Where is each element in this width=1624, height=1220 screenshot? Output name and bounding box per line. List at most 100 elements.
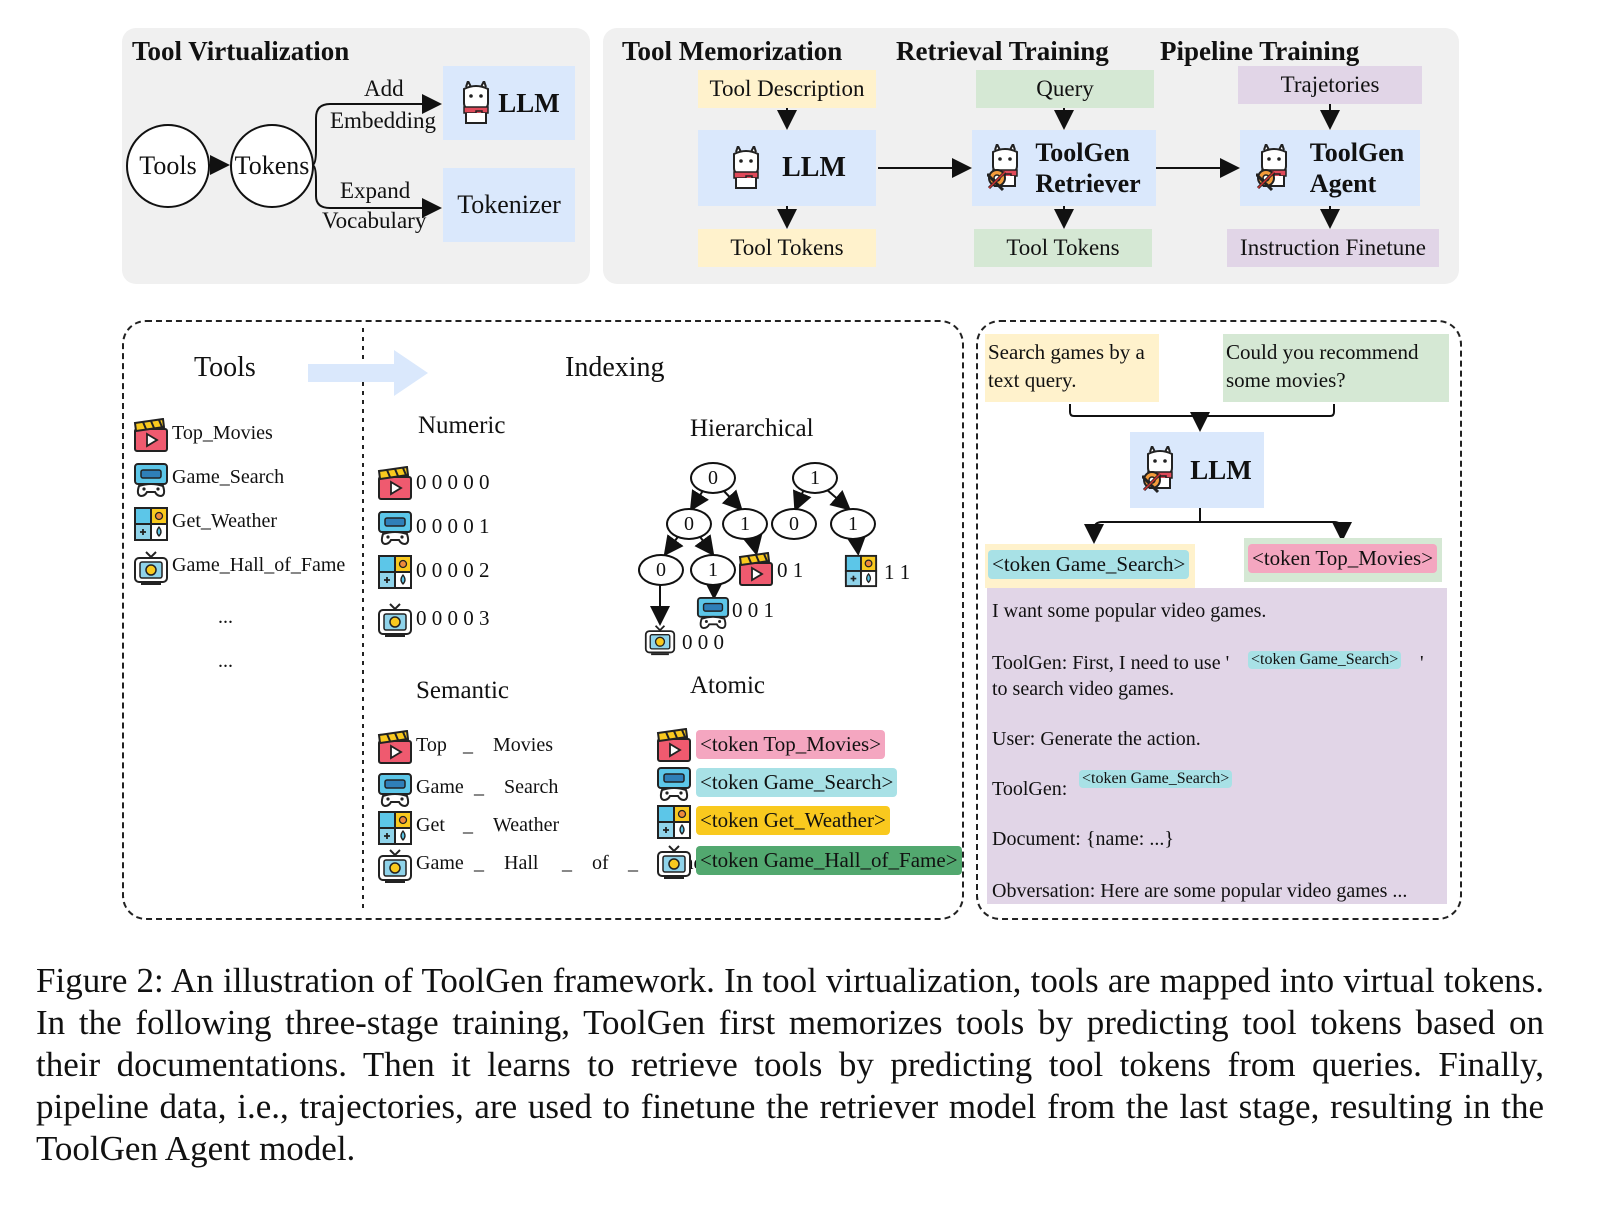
semantic-title: Semantic xyxy=(416,677,510,704)
tool-list-ellipsis: ... xyxy=(218,650,233,672)
semantic-part: Game xyxy=(416,852,464,874)
dialog-user1: I want some popular video games. xyxy=(992,600,1267,622)
query1-text: Search games by a text query. xyxy=(988,340,1145,392)
leaf-code: 0 0 1 xyxy=(732,598,774,622)
semantic-part: _ xyxy=(628,852,638,874)
tool-list-item: Top_Movies xyxy=(172,422,273,444)
tools-header: Tools xyxy=(194,352,256,383)
dialog-toolgen1-line2: to search video games. xyxy=(992,678,1175,700)
tree-node: 1 xyxy=(722,508,768,540)
semantic-part: _ xyxy=(463,814,473,836)
semantic-part: Top xyxy=(416,734,447,756)
hierarchical-title: Hierarchical xyxy=(690,415,814,442)
add-label: Add xyxy=(364,76,404,101)
dialog-toolgen2-token: <token Game_Search> xyxy=(1079,770,1233,788)
memorization-llm-label: LLM xyxy=(782,152,846,183)
figure-caption: Figure 2: An illustration of ToolGen fra… xyxy=(36,961,1544,1168)
semantic-part: of xyxy=(592,852,609,874)
semantic-part: _ xyxy=(474,852,484,874)
dialog-box xyxy=(987,588,1447,904)
tools-circle: Tools xyxy=(126,124,210,208)
indexing-panel xyxy=(122,320,964,920)
leaf-code: 1 1 xyxy=(884,560,911,584)
pipeline-training-title: Pipeline Training xyxy=(1160,36,1360,66)
numeric-code: 0 0 0 0 0 xyxy=(416,470,490,494)
inference-panel xyxy=(976,320,1462,920)
inference-arrows xyxy=(1069,404,1352,544)
token-game-search: <token Game_Search> xyxy=(988,550,1190,579)
tool-list-ellipsis: ... xyxy=(218,606,233,628)
tree-node: 0 xyxy=(690,462,736,494)
leaf-code: 0 1 xyxy=(777,558,804,582)
retriever-line2: Retriever xyxy=(1035,169,1141,198)
dialog-toolgen2-prefix: ToolGen: xyxy=(992,778,1068,800)
tree-node: 1 xyxy=(792,462,838,494)
virtualization-arrows xyxy=(208,94,442,218)
fame-icon xyxy=(378,849,412,883)
semantic-part: Search xyxy=(504,776,559,798)
query1-box: Search games by a text query. xyxy=(985,334,1159,402)
retrieval-training-title: Retrieval Training xyxy=(896,36,1109,66)
semantic-part: _ xyxy=(562,852,572,874)
numeric-code: 0 0 0 0 1 xyxy=(416,514,490,538)
dialog-document: Document: {name: ...} xyxy=(992,828,1174,850)
tree-node: 0 xyxy=(638,554,684,586)
atomic-token: <token Get_Weather> xyxy=(696,806,890,835)
numeric-code: 0 0 0 0 2 xyxy=(416,558,490,582)
toolgen-agent-label: ToolGen Agent xyxy=(1310,137,1404,199)
dialog-toolgen1-token: <token Game_Search> xyxy=(1248,651,1402,669)
weather-icon xyxy=(844,554,878,588)
atomic-token: <token Game_Hall_of_Fame> xyxy=(696,846,962,875)
semantic-part: Game xyxy=(416,776,464,798)
query2-text: Could you recommend some movies? xyxy=(1226,340,1419,392)
tokens-circle: Tokens xyxy=(230,124,314,208)
dialog-user2: User: Generate the action. xyxy=(992,728,1201,750)
memorization-llm-box: LLM xyxy=(698,130,876,206)
movie-icon xyxy=(739,552,773,586)
tokenizer-box: Tokenizer xyxy=(443,168,575,242)
inference-llm-label: LLM xyxy=(1190,454,1252,485)
token-top-movies: <token Top_Movies> xyxy=(1248,544,1438,573)
tree-node: 1 xyxy=(830,508,876,540)
game-icon xyxy=(696,596,730,630)
tool-description-box: Tool Description xyxy=(698,70,876,108)
movie-icon xyxy=(378,730,412,764)
fame-icon xyxy=(644,624,676,656)
tool-memorization-title: Tool Memorization xyxy=(622,36,843,66)
numeric-code: 0 0 0 0 3 xyxy=(416,606,490,630)
leaf-code: 0 0 0 xyxy=(682,630,724,654)
semantic-part: Get xyxy=(416,814,445,836)
semantic-part: _ xyxy=(463,734,473,756)
game-icon xyxy=(657,767,691,801)
movie-icon xyxy=(657,728,691,762)
tool-list-item: Get_Weather xyxy=(172,510,277,532)
agent-line1: ToolGen xyxy=(1309,138,1405,167)
hierarchy-edges xyxy=(650,488,867,626)
weather-icon xyxy=(378,811,412,845)
dialog-toolgen1-prefix: ToolGen: First, I need to use ' xyxy=(992,652,1230,674)
toolgen-retriever-box: ToolGen Retriever xyxy=(972,130,1156,206)
semantic-part: _ xyxy=(474,776,484,798)
agent-line2: Agent xyxy=(1309,169,1377,198)
memorization-tool-tokens-box: Tool Tokens xyxy=(698,229,876,267)
atomic-token: <token Top_Movies> xyxy=(696,730,886,759)
vocabulary-label: Vocabulary xyxy=(322,208,427,233)
tool-list-item: Game_Hall_of_Fame xyxy=(172,554,346,576)
llm-label: LLM xyxy=(498,87,560,118)
indexing-big-arrow xyxy=(308,350,428,396)
training-arrows xyxy=(777,104,1340,229)
tree-node: 0 xyxy=(666,508,712,540)
toolgen-retriever-label: ToolGen Retriever xyxy=(1035,137,1140,199)
tree-node: 1 xyxy=(690,554,736,586)
llm-box: LLM xyxy=(443,66,575,140)
tool-list-item: Game_Search xyxy=(172,466,285,488)
retriever-line1: ToolGen xyxy=(1035,138,1130,167)
semantic-part: Hall xyxy=(504,852,539,874)
tool-virtualization-title: Tool Virtualization xyxy=(132,36,350,66)
indexing-divider xyxy=(362,328,364,908)
dialog-observation: Obversation: Here are some popular video… xyxy=(992,880,1408,902)
embedding-label: Embedding xyxy=(330,108,437,133)
toolgen-agent-box: ToolGen Agent xyxy=(1240,130,1420,206)
atomic-title: Atomic xyxy=(690,672,765,699)
inference-llm-box: LLM xyxy=(1130,432,1264,508)
